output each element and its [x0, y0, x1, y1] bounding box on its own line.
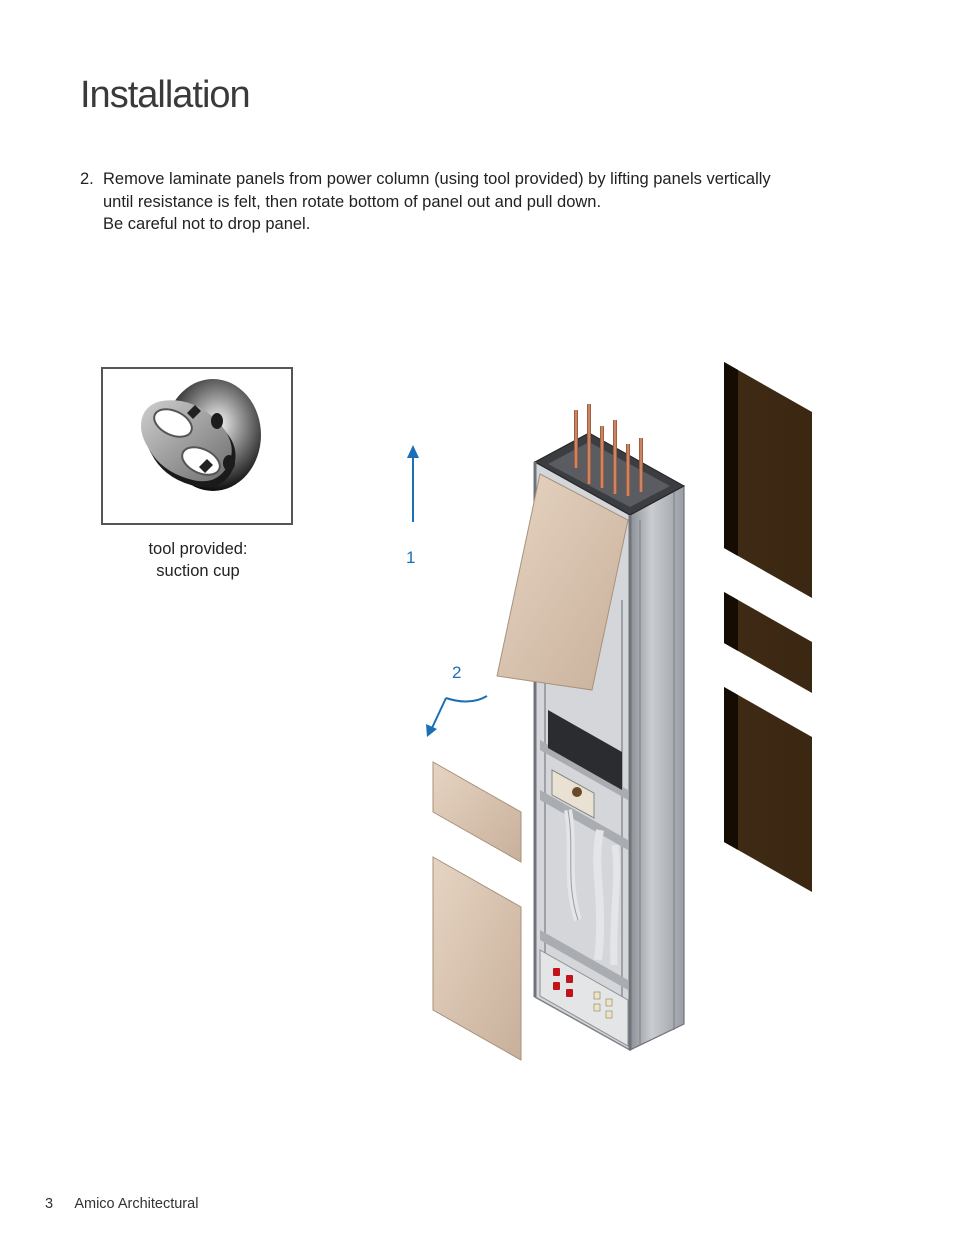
step-number: 2.: [80, 170, 94, 188]
tool-caption-line-2: suction cup: [156, 562, 240, 580]
instruction-step: 2. Remove laminate panels from power col…: [80, 168, 860, 236]
copper-pipes: [574, 404, 643, 496]
step-line-2: until resistance is felt, then rotate bo…: [103, 192, 602, 211]
page-footer: 3 Amico Architectural: [45, 1196, 198, 1212]
dark-panel-top: [724, 362, 812, 598]
suction-cup-tool-image: [101, 367, 293, 525]
laminate-panel-small: [432, 761, 522, 863]
company-name: Amico Architectural: [74, 1196, 199, 1212]
suction-cup-icon: [141, 379, 261, 491]
arrow-2-label: 2: [452, 663, 462, 682]
laminate-panel-removing: [496, 473, 629, 691]
page-number: 3: [45, 1196, 54, 1212]
dark-panel-middle: [724, 592, 812, 693]
arrow-lift-up: [407, 445, 419, 522]
step-line-1: Remove laminate panels from power column…: [103, 170, 771, 188]
tool-caption-line-1: tool provided:: [148, 540, 248, 558]
dark-panel-bottom: [724, 687, 812, 892]
tool-caption: tool provided: suction cup: [120, 538, 276, 582]
laminate-panel-large: [432, 856, 522, 1061]
page-title: Installation: [80, 74, 251, 116]
arrow-1-label: 1: [406, 548, 416, 567]
step-line-3: Be careful not to drop panel.: [103, 215, 311, 233]
arrow-rotate-out: [426, 695, 488, 737]
